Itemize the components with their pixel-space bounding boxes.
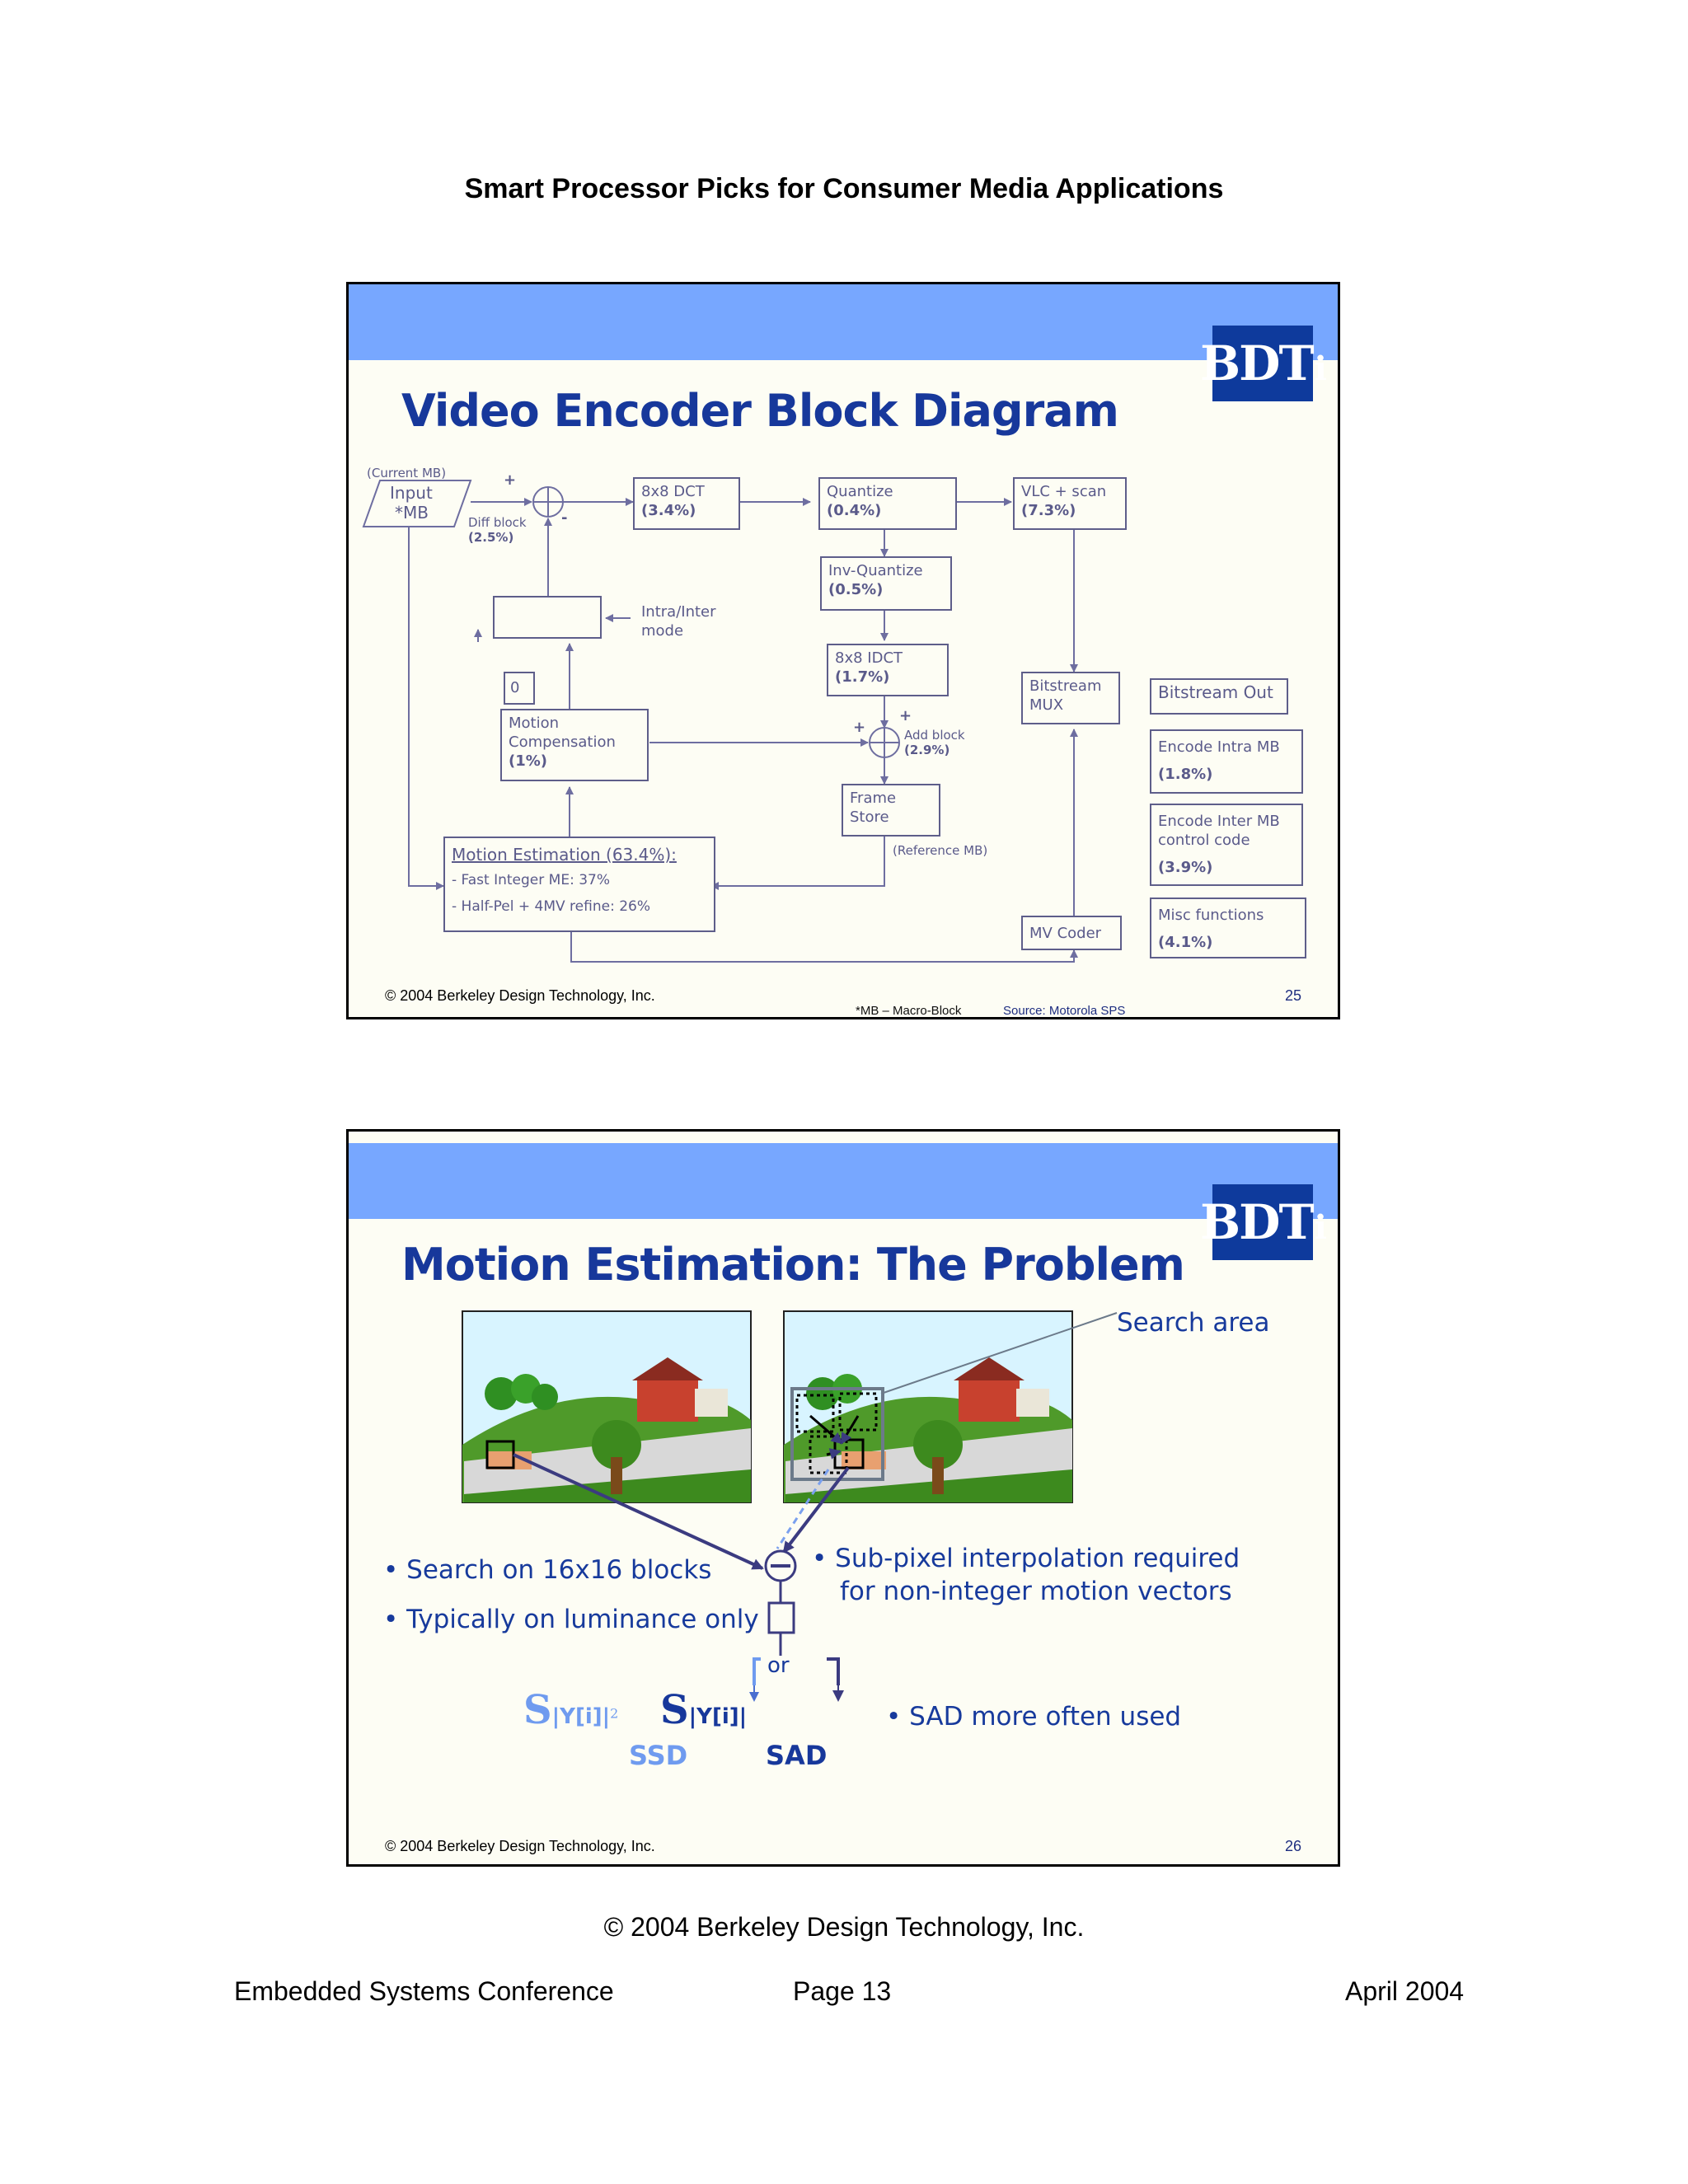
mode-label: Intra/Inter xyxy=(641,603,716,621)
minus-sign: - xyxy=(561,509,568,527)
ssd-formula: S|Y[i]|2 xyxy=(523,1687,619,1733)
vlc-block: VLC + scan(7.3%) xyxy=(1013,477,1127,530)
slide-header-band xyxy=(349,284,1338,360)
motion-estimation-illustration xyxy=(462,1310,1118,1702)
search-area-label: Search area xyxy=(1117,1308,1270,1338)
mb-footnote: *MB – Macro-Block xyxy=(856,1004,962,1018)
block-diagram-wires xyxy=(362,480,1182,963)
mv-coder-block: MV Coder xyxy=(1021,916,1122,950)
current-mb-label: (Current MB) xyxy=(367,466,447,480)
source-note: Source: Motorola SPS xyxy=(1003,1004,1126,1018)
slide-number: 25 xyxy=(1284,987,1301,1004)
bitstream-out-block: Bitstream Out xyxy=(1150,678,1288,715)
plus-sign: + xyxy=(504,471,517,489)
reference-frame-image xyxy=(462,1310,752,1503)
quantize-block: Quantize(0.4%) xyxy=(818,477,957,530)
footer-left: Embedded Systems Conference xyxy=(234,1976,614,2006)
input-mb-label: *MB xyxy=(395,503,429,523)
page-header: Smart Processor Picks for Consumer Media… xyxy=(464,173,1224,204)
page-copyright: © 2004 Berkeley Design Technology, Inc. xyxy=(603,1912,1085,1942)
bullet-luminance: • Typically on luminance only xyxy=(383,1605,759,1634)
mode-switch xyxy=(493,596,602,639)
add-plus-left: + xyxy=(853,719,866,736)
or-label: or xyxy=(767,1653,790,1678)
encode-intra-block: Encode Intra MB(1.8%) xyxy=(1150,729,1303,794)
mode-label-2: mode xyxy=(641,622,684,640)
sad-label: SAD xyxy=(766,1740,828,1771)
zero-block: 0 xyxy=(504,672,535,705)
input-label: Input xyxy=(390,483,433,503)
slide-title: Motion Estimation: The Problem xyxy=(401,1239,1185,1291)
add-plus-top: + xyxy=(899,707,912,724)
footer-date: April 2004 xyxy=(1345,1976,1465,2006)
bullet-sad-used: • SAD more often used xyxy=(886,1702,1182,1732)
dct-block: 8x8 DCT(3.4%) xyxy=(633,477,740,530)
idct-block: 8x8 IDCT(1.7%) xyxy=(827,644,949,696)
slide-header-band xyxy=(349,1143,1338,1219)
diff-block-pct: (2.5%) xyxy=(468,530,514,545)
add-block-label: Add block xyxy=(904,728,965,743)
ssd-label: SSD xyxy=(629,1740,688,1771)
slide-copyright: © 2004 Berkeley Design Technology, Inc. xyxy=(385,1838,655,1854)
footer-page-number: Page 13 xyxy=(793,1976,892,2006)
slide-copyright: © 2004 Berkeley Design Technology, Inc. xyxy=(385,987,655,1004)
misc-functions-block: Misc functions(4.1%) xyxy=(1150,898,1306,958)
sad-formula: S|Y[i]| xyxy=(660,1687,748,1733)
reference-mb-label: (Reference MB) xyxy=(893,843,988,858)
motion-estimation-block: Motion Estimation (63.4%): - Fast Intege… xyxy=(443,837,715,932)
inv-quantize-block: Inv-Quantize(0.5%) xyxy=(820,556,952,611)
slide-number: 26 xyxy=(1284,1838,1301,1854)
bullet-subpixel-2: for non-integer motion vectors xyxy=(840,1577,1232,1606)
slide-title: Video Encoder Block Diagram xyxy=(401,385,1119,437)
add-block-pct: (2.9%) xyxy=(904,743,950,757)
bullet-subpixel-1: • Sub-pixel interpolation required xyxy=(812,1544,1240,1573)
bullet-search-blocks: • Search on 16x16 blocks xyxy=(383,1555,712,1585)
current-frame-image xyxy=(783,1310,1073,1503)
diff-block-label: Diff block xyxy=(468,515,527,530)
